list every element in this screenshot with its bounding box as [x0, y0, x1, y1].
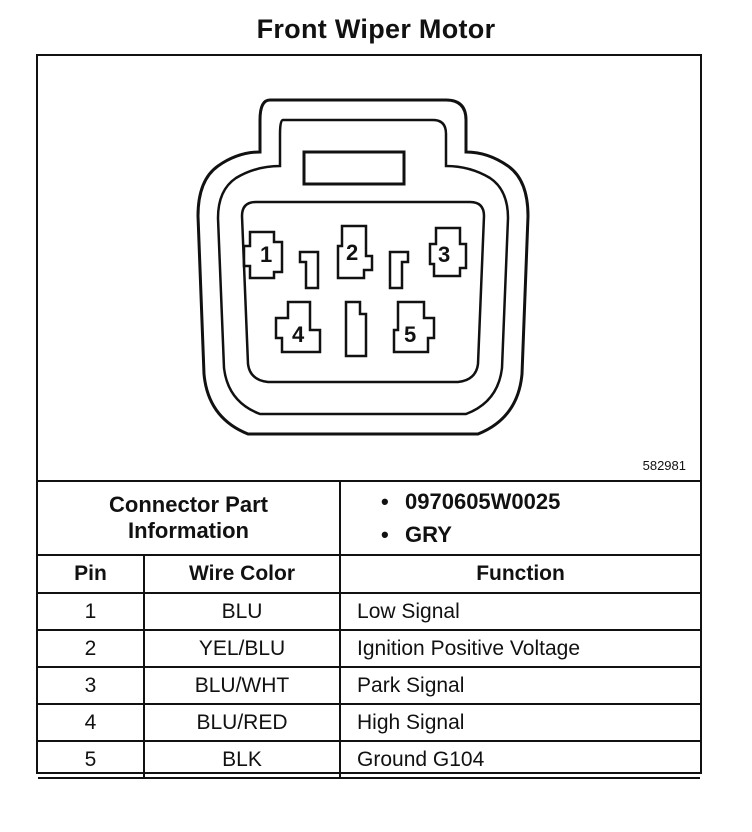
cell-function: Ignition Positive Voltage — [339, 629, 701, 668]
connector-diagram: 1 2 3 4 5 582981 — [38, 56, 700, 480]
cell-function: High Signal — [339, 703, 701, 742]
connector-part-label: Connector Part Information — [38, 480, 342, 556]
key-slot-middle — [344, 300, 368, 358]
connector-cavity — [240, 200, 486, 384]
table-row: 3 BLU/WHT Park Signal — [38, 666, 701, 705]
header-function: Function — [339, 554, 701, 594]
cell-wire-color: BLU/WHT — [142, 666, 342, 705]
cell-pin: 2 — [38, 629, 145, 668]
cell-wire-color: BLK — [142, 740, 342, 779]
table-row: 4 BLU/RED High Signal — [38, 703, 701, 742]
pin-1-terminal — [242, 230, 284, 280]
bullet-icon: • — [381, 489, 389, 514]
pin-label-5: 5 — [404, 322, 416, 347]
connector-part-values: •0970605W0025 •GRY — [339, 480, 701, 556]
connector-part-value: •GRY — [381, 518, 700, 551]
key-slot-left — [298, 250, 320, 290]
header-pin: Pin — [38, 554, 145, 594]
connector-part-value: •0970605W0025 — [381, 485, 700, 518]
connector-part-row: Connector Part Information •0970605W0025… — [38, 480, 701, 556]
connector-part-label-line1: Connector Part — [109, 492, 268, 517]
connector-outer-shell — [196, 98, 530, 436]
header-wire-color: Wire Color — [142, 554, 342, 594]
cell-function: Low Signal — [339, 592, 701, 631]
connector-part-label-line2: Information — [128, 518, 249, 543]
diagram-frame: 1 2 3 4 5 582981 Connector Part Informat… — [36, 54, 702, 779]
key-slot-right — [388, 250, 410, 290]
page-title: Front Wiper Motor — [256, 14, 496, 44]
pin-4-terminal — [274, 300, 322, 354]
pin-label-2: 2 — [346, 240, 358, 265]
cell-wire-color: BLU/RED — [142, 703, 342, 742]
pin-5-terminal — [392, 300, 436, 354]
connector-table: Connector Part Information •0970605W0025… — [38, 480, 701, 779]
bullet-icon: • — [381, 522, 389, 547]
cell-wire-color: YEL/BLU — [142, 629, 342, 668]
table-header-row: Pin Wire Color Function — [38, 554, 701, 594]
cell-wire-color: BLU — [142, 592, 342, 631]
pin-2-terminal — [336, 224, 374, 280]
table-row: 2 YEL/BLU Ignition Positive Voltage — [38, 629, 701, 668]
pin-label-4: 4 — [292, 322, 305, 347]
cell-pin: 5 — [38, 740, 145, 779]
cell-function: Park Signal — [339, 666, 701, 705]
cell-function: Ground G104 — [339, 740, 701, 779]
connector-inner-shell — [216, 118, 510, 416]
pin-label-3: 3 — [438, 242, 450, 267]
connector-latch — [302, 150, 406, 186]
cell-pin: 3 — [38, 666, 145, 705]
table-row: 1 BLU Low Signal — [38, 592, 701, 631]
cell-pin: 4 — [38, 703, 145, 742]
figure-number: 582981 — [642, 458, 686, 473]
cell-pin: 1 — [38, 592, 145, 631]
pin-label-1: 1 — [260, 242, 272, 267]
pin-3-terminal — [428, 226, 468, 278]
table-row: 5 BLK Ground G104 — [38, 740, 701, 779]
connector-face-drawing: 1 2 3 4 5 — [196, 98, 530, 436]
